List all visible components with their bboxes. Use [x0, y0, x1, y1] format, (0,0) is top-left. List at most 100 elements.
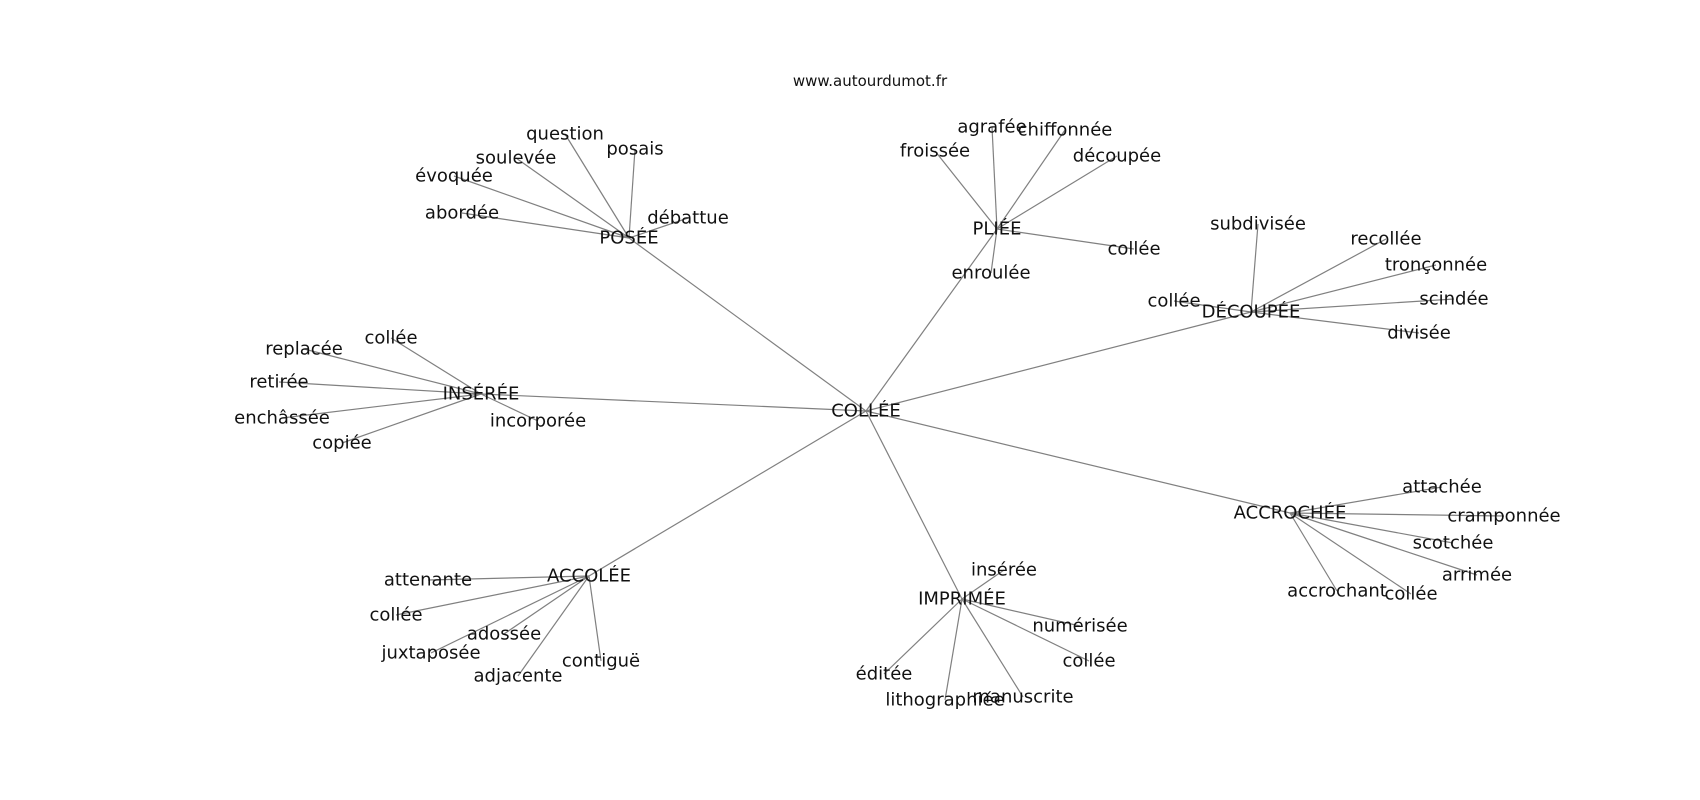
root-node: COLLÉE	[831, 400, 901, 422]
edge-inseree-copiee	[341, 393, 482, 444]
edge-accrochee-cramponnee	[1289, 512, 1505, 517]
edge-root-accrochee	[865, 410, 1291, 514]
edge-pliee-chiffonnee	[996, 129, 1066, 230]
leaf-node-recollee: recollée	[1350, 229, 1421, 250]
edge-inseree-enchassee	[281, 393, 482, 419]
edge-decoupee-collee	[1173, 300, 1252, 313]
hub-node-inseree: INSÉRÉE	[443, 383, 520, 405]
hub-node-pliee: PLIÉE	[973, 218, 1022, 240]
source-url-label: www.autourdumot.fr	[792, 72, 948, 90]
leaf-node-chiffonnee: chiffonnée	[1018, 120, 1113, 141]
hub-node-imprimee: IMPRIMÉE	[918, 588, 1006, 610]
hub-node-decoupee: DÉCOUPÉE	[1202, 301, 1301, 323]
hub-node-posee: POSÉE	[599, 227, 658, 249]
leaf-node-cramponnee: cramponnée	[1447, 506, 1560, 527]
edge-inseree-incorporee	[480, 393, 539, 422]
leaf-node-editee: éditée	[856, 664, 913, 685]
leaf-node-arrimee: arrimée	[1442, 565, 1512, 586]
leaf-node-tronconnee: tronçonnée	[1385, 255, 1487, 276]
edge-imprimee-lithographiee	[944, 598, 963, 701]
edge-posee-abordee	[461, 212, 630, 239]
edges-layer	[278, 126, 1505, 701]
edge-inseree-collee	[390, 337, 482, 395]
leaf-node-agrafee: agrafée	[957, 117, 1026, 138]
leaf-node-contigue: contiguë	[562, 651, 640, 672]
edge-imprimee-manuscrite	[961, 598, 1024, 698]
edge-decoupee-scindee	[1250, 298, 1455, 313]
leaf-node-inseree: insérée	[971, 560, 1037, 581]
leaf-node-collee: collée	[1384, 584, 1437, 605]
hub-node-accrochee: ACCROCHÉE	[1234, 502, 1347, 524]
leaf-node-scindee: scindée	[1419, 289, 1488, 310]
leaf-node-collee: collée	[364, 328, 417, 349]
edge-accrochee-arrimee	[1289, 512, 1478, 576]
edge-imprimee-inseree	[961, 569, 1005, 600]
edge-accrochee-scotchee	[1289, 512, 1454, 544]
leaf-node-adossee: adossée	[467, 624, 541, 645]
leaf-node-froissee: froissée	[900, 141, 970, 162]
leaf-node-adjacente: adjacente	[474, 666, 563, 687]
leaf-node-collee: collée	[1062, 651, 1115, 672]
leaf-node-soulevee: soulevée	[476, 148, 557, 169]
leaf-node-collee: collée	[1107, 239, 1160, 260]
edge-accolee-contigue	[588, 575, 602, 662]
leaf-node-lithographiee: lithographiée	[885, 690, 1004, 711]
edge-root-posee	[628, 237, 867, 412]
edge-accolee-juxtaposee	[430, 575, 590, 654]
leaf-node-numerisee: numérisée	[1032, 616, 1127, 637]
leaf-node-replacee: replacée	[265, 339, 343, 360]
leaf-node-question: question	[526, 124, 604, 145]
edge-imprimee-numerisee	[961, 598, 1081, 627]
edge-inseree-retiree	[278, 381, 482, 395]
leaf-node-enchassee: enchâssée	[234, 408, 330, 429]
leaf-node-evoquee: évoquée	[415, 166, 493, 187]
edge-root-inseree	[480, 393, 867, 412]
edge-root-pliee	[865, 228, 998, 412]
edge-posee-question	[564, 133, 630, 239]
hub-node-accolee: ACCOLÉE	[547, 565, 631, 587]
edge-imprimee-collee	[961, 598, 1090, 662]
edge-inseree-replacee	[303, 348, 482, 395]
edge-pliee-decoupee	[996, 155, 1118, 230]
edge-accrochee-attachee	[1289, 486, 1443, 514]
leaf-node-debattue: débattue	[647, 208, 729, 229]
leaf-node-subdivisee: subdivisée	[1210, 214, 1306, 235]
edge-decoupee-subdivisee	[1250, 223, 1259, 313]
edge-decoupee-tronconnee	[1250, 264, 1437, 313]
leaf-node-incorporee: incorporée	[490, 411, 586, 432]
edge-pliee-collee	[996, 228, 1135, 250]
edge-decoupee-recollee	[1250, 238, 1387, 313]
edge-accolee-collee	[395, 575, 590, 616]
leaf-node-collee: collée	[1147, 291, 1200, 312]
leaf-node-posais: posais	[606, 139, 663, 160]
leaf-node-juxtaposee: juxtaposée	[380, 643, 480, 664]
leaf-node-retiree: retirée	[249, 372, 308, 393]
leaf-node-scotchee: scotchée	[1413, 533, 1494, 554]
edge-posee-soulevee	[515, 157, 630, 239]
leaf-node-manuscrite: manuscrite	[972, 687, 1073, 708]
leaf-node-copiee: copiée	[312, 433, 371, 454]
edge-accrochee-collee	[1289, 512, 1412, 595]
edge-accrochee-accrochant	[1289, 512, 1338, 592]
edge-accolee-adossee	[503, 575, 590, 635]
leaf-node-attenante: attenante	[384, 570, 472, 591]
edge-pliee-froissee	[934, 150, 998, 230]
leaf-node-attachee: attachée	[1402, 477, 1482, 498]
edge-imprimee-editee	[883, 598, 963, 675]
edge-root-accolee	[588, 410, 867, 577]
edge-posee-debattue	[628, 217, 689, 239]
edge-pliee-agrafee	[991, 126, 998, 230]
leaf-node-enroulee: enroulée	[951, 263, 1030, 284]
edge-posee-posais	[628, 148, 636, 239]
edge-pliee-enroulee	[990, 228, 998, 274]
leaf-node-collee: collée	[369, 605, 422, 626]
leaf-node-decoupee: découpée	[1073, 146, 1161, 167]
leaf-node-abordee: abordée	[425, 203, 499, 224]
leaf-node-divisee: divisée	[1387, 323, 1451, 344]
edge-accolee-attenante	[427, 575, 590, 581]
edge-root-decoupee	[865, 311, 1252, 412]
leaf-node-accrochant: accrochant	[1287, 581, 1387, 602]
edge-accolee-adjacente	[517, 575, 590, 677]
